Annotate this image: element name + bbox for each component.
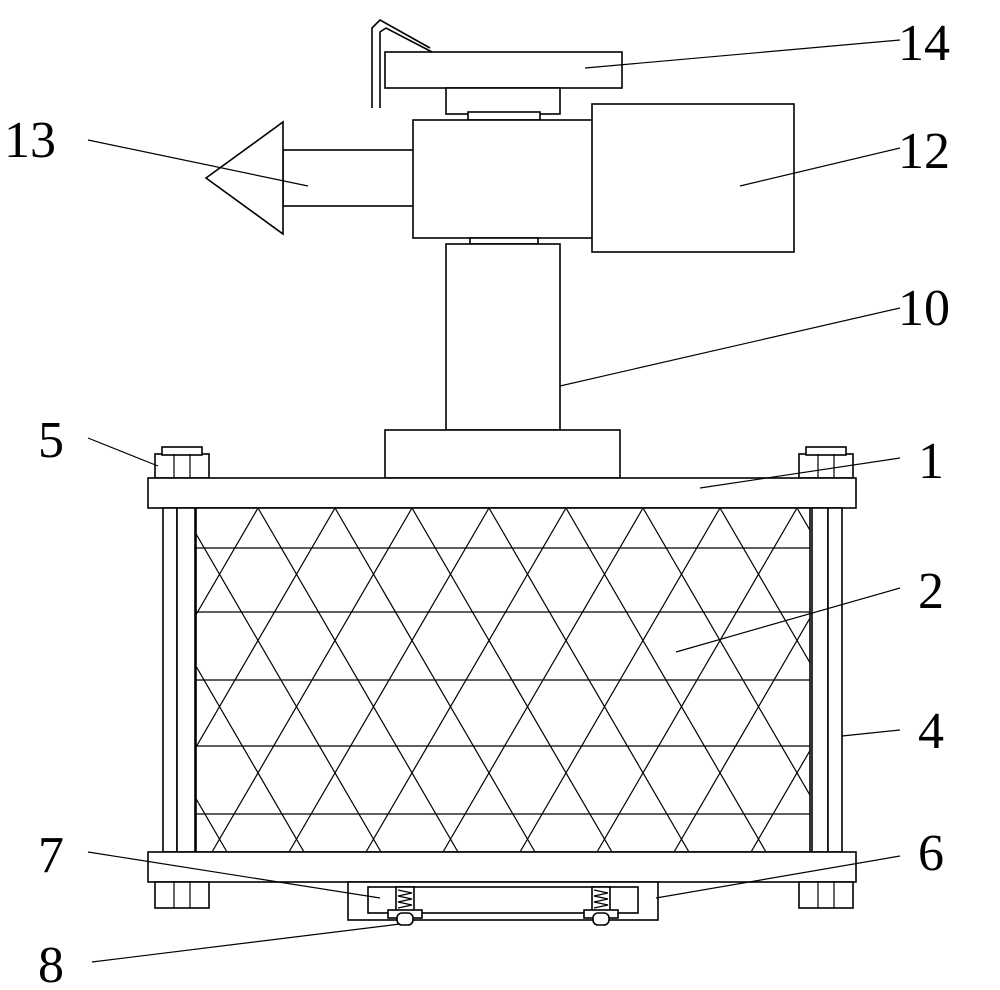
bottom-plate	[148, 852, 856, 882]
label-8: 8	[38, 937, 64, 990]
mesh-diagonal	[0, 508, 150, 852]
label-13: 13	[4, 112, 56, 169]
label-2: 2	[918, 563, 944, 620]
mesh-diagonal	[0, 508, 27, 852]
column	[385, 238, 620, 478]
mesh-diagonal	[982, 508, 1000, 852]
label-14: 14	[898, 15, 950, 72]
label-6: 6	[918, 825, 944, 882]
solar-panel	[372, 20, 622, 120]
label-10: 10	[898, 280, 950, 337]
housing-block	[413, 120, 593, 238]
mesh-diagonal	[951, 508, 1000, 852]
mesh-diagonal	[0, 508, 104, 852]
mesh-diagonal	[0, 508, 73, 852]
top-plate	[148, 478, 856, 508]
horn	[206, 122, 414, 234]
label-4: 4	[918, 703, 944, 760]
mesh-diagonal	[874, 508, 1000, 852]
mesh-panel	[0, 508, 1000, 852]
label-12: 12	[898, 123, 950, 180]
label-1: 1	[918, 433, 944, 490]
mesh-diagonal	[0, 508, 181, 852]
label-7: 7	[38, 827, 64, 884]
mesh-diagonal	[905, 508, 1000, 852]
label-5: 5	[38, 412, 64, 469]
mesh-diagonal	[828, 508, 1000, 852]
motor-box	[592, 104, 794, 252]
